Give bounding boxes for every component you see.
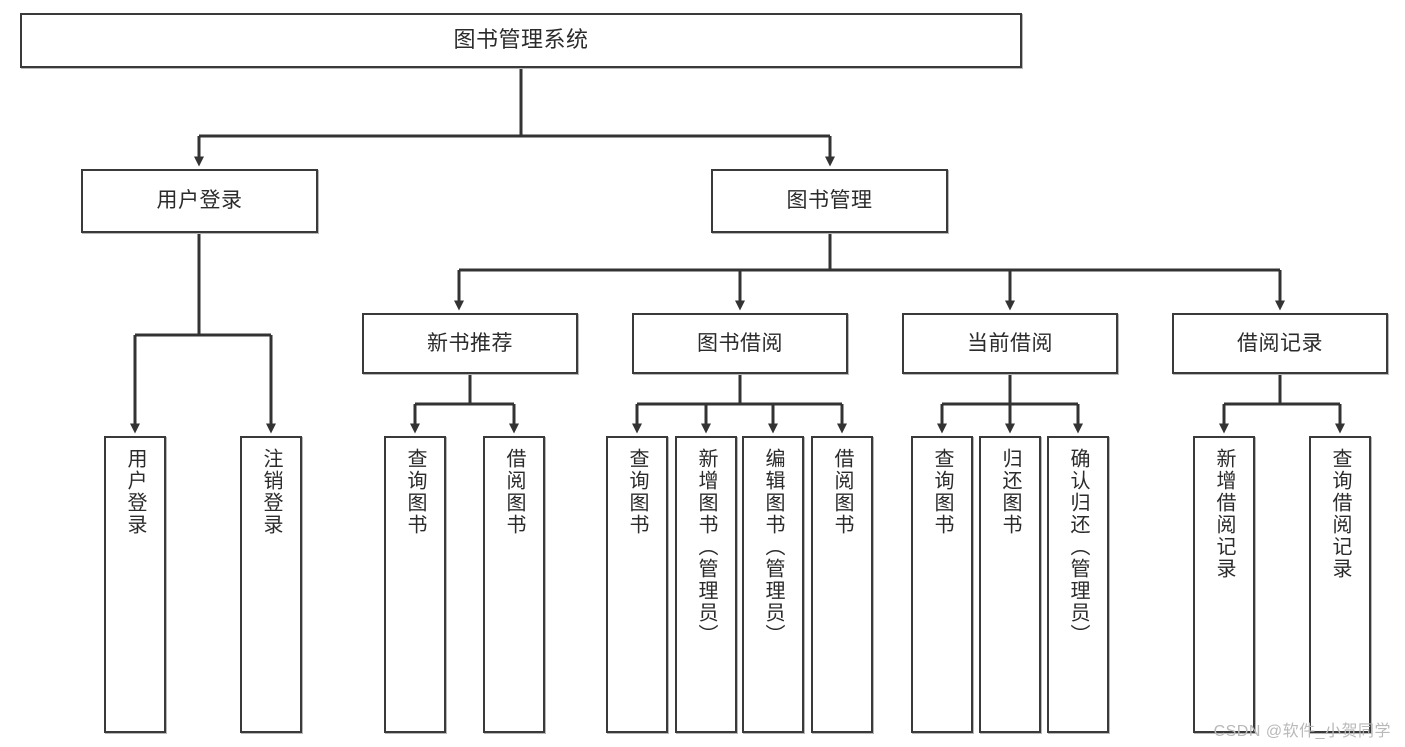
node-book-management-label: 图书管理 (786, 189, 873, 213)
leaf-query-book-borrow[interactable]: 查询图书 (606, 436, 668, 733)
node-root-label: 图书管理系统 (453, 27, 589, 53)
leaf-borrow-book-recommend-label: 借阅图书 (503, 448, 525, 536)
leaf-confirm-return-admin[interactable]: 确认归还（管理员） (1047, 436, 1109, 733)
leaf-borrow-book-recommend[interactable]: 借阅图书 (483, 436, 545, 733)
node-borrow-record-label: 借阅记录 (1237, 331, 1323, 355)
node-book-management[interactable]: 图书管理 (711, 169, 948, 233)
leaf-add-book-admin-label: 新增图书（管理员） (695, 448, 717, 646)
leaf-borrow-book-label: 借阅图书 (831, 448, 853, 536)
leaf-query-book-current-label: 查询图书 (931, 448, 953, 536)
node-new-book-recommend-label: 新书推荐 (427, 331, 513, 355)
node-root[interactable]: 图书管理系统 (20, 13, 1022, 68)
leaf-logout-label: 注销登录 (260, 448, 282, 536)
leaf-query-book-current[interactable]: 查询图书 (911, 436, 973, 733)
leaf-confirm-return-admin-label: 确认归还（管理员） (1067, 448, 1089, 646)
leaf-query-book-recommend-label: 查询图书 (404, 448, 426, 536)
leaf-edit-book-admin-label: 编辑图书（管理员） (762, 448, 784, 646)
node-book-borrow[interactable]: 图书借阅 (632, 313, 848, 374)
node-new-book-recommend[interactable]: 新书推荐 (362, 313, 578, 374)
leaf-query-borrow-record[interactable]: 查询借阅记录 (1309, 436, 1371, 733)
node-user-login[interactable]: 用户登录 (81, 169, 318, 233)
leaf-logout[interactable]: 注销登录 (240, 436, 302, 733)
node-borrow-record[interactable]: 借阅记录 (1172, 313, 1388, 374)
leaf-return-book-label: 归还图书 (999, 448, 1021, 536)
node-user-login-label: 用户登录 (156, 189, 243, 213)
leaf-query-book-borrow-label: 查询图书 (626, 448, 648, 536)
leaf-return-book[interactable]: 归还图书 (979, 436, 1041, 733)
leaf-edit-book-admin[interactable]: 编辑图书（管理员） (742, 436, 804, 733)
leaf-borrow-book[interactable]: 借阅图书 (811, 436, 873, 733)
watermark-text: CSDN @软件_小贺同学 (1213, 723, 1391, 740)
leaf-add-borrow-record[interactable]: 新增借阅记录 (1193, 436, 1255, 733)
leaf-user-login[interactable]: 用户登录 (104, 436, 166, 733)
leaf-user-login-label: 用户登录 (124, 448, 146, 536)
leaf-query-book-recommend[interactable]: 查询图书 (384, 436, 446, 733)
node-book-borrow-label: 图书借阅 (697, 331, 783, 355)
leaf-query-borrow-record-label: 查询借阅记录 (1329, 448, 1351, 580)
leaf-add-borrow-record-label: 新增借阅记录 (1213, 448, 1235, 580)
node-current-borrow-label: 当前借阅 (967, 331, 1053, 355)
leaf-add-book-admin[interactable]: 新增图书（管理员） (675, 436, 737, 733)
node-current-borrow[interactable]: 当前借阅 (902, 313, 1118, 374)
